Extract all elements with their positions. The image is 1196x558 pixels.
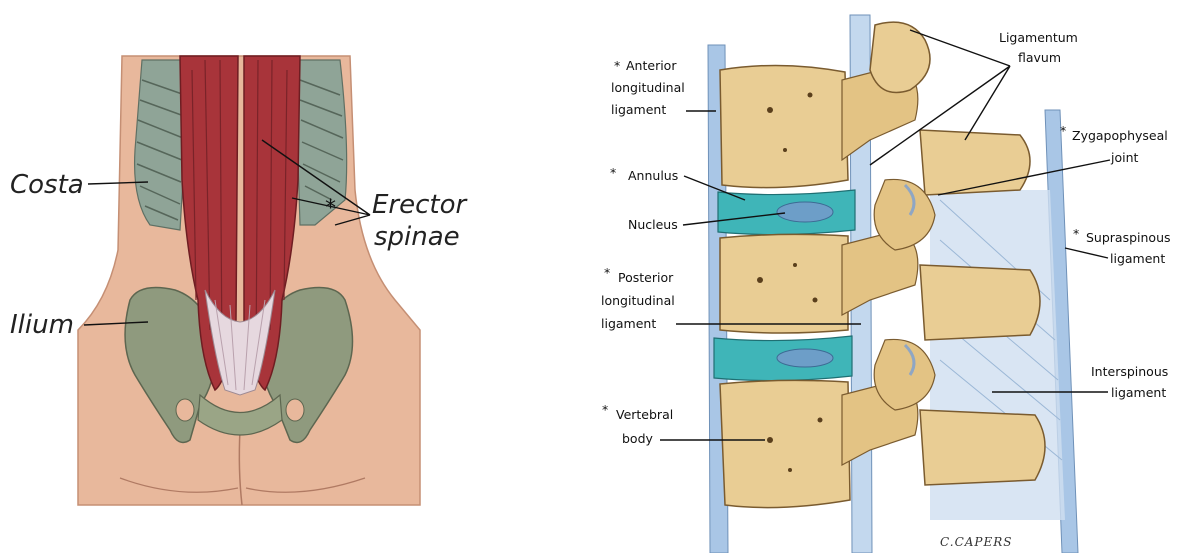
svg-text:ligament: ligament	[1110, 251, 1165, 266]
erector-spinae-figure: Costa Erector spinae * Ilium	[0, 0, 560, 553]
svg-text:Zygapophyseal: Zygapophyseal	[1072, 128, 1168, 143]
svg-text:Supraspinous: Supraspinous	[1086, 230, 1171, 245]
label-anterior-longitudinal-ligament: * Anterior longitudinal ligament	[611, 58, 716, 117]
svg-text:Nucleus: Nucleus	[628, 217, 678, 232]
erector-spinae-illustration: Costa Erector spinae * Ilium	[0, 0, 560, 553]
spinous-process	[920, 130, 1030, 195]
vertebral-body-top	[720, 65, 848, 187]
spinous-process	[920, 410, 1045, 485]
svg-text:Vertebral: Vertebral	[616, 407, 673, 422]
svg-text:*: *	[614, 58, 620, 73]
svg-text:ligament: ligament	[1111, 385, 1166, 400]
ilium-label: Ilium	[10, 310, 74, 340]
spinous-process	[920, 265, 1040, 340]
erector-asterisk: *	[325, 196, 336, 221]
erector-label-line2: spinae	[374, 222, 460, 252]
svg-text:*: *	[604, 265, 610, 280]
vertebral-body-middle	[720, 234, 848, 333]
spine-ligaments-figure: * Anterior longitudinal ligament * Annul…	[580, 0, 1196, 553]
svg-text:body: body	[622, 431, 654, 446]
svg-text:joint: joint	[1110, 150, 1139, 165]
svg-text:longitudinal: longitudinal	[611, 80, 685, 95]
nucleus-pulposus	[777, 349, 833, 367]
svg-text:ligament: ligament	[601, 316, 656, 331]
svg-text:*: *	[602, 402, 608, 417]
svg-text:Anterior: Anterior	[626, 58, 677, 73]
svg-text:*: *	[610, 165, 616, 180]
svg-text:*: *	[1073, 226, 1079, 241]
spine-ligaments-illustration: * Anterior longitudinal ligament * Annul…	[580, 0, 1196, 553]
svg-text:*: *	[1060, 123, 1066, 138]
zygapophyseal-joint	[874, 339, 935, 410]
artist-signature: C.CAPERS	[940, 535, 1013, 549]
costa-label: Costa	[10, 170, 84, 200]
svg-text:Ligamentum: Ligamentum	[999, 30, 1078, 45]
vertebral-body-bottom	[720, 380, 850, 507]
nucleus-pulposus	[777, 202, 833, 222]
erector-label-line1: Erector	[372, 190, 469, 220]
label-supraspinous-ligament: * Supraspinous ligament	[1065, 226, 1171, 266]
svg-text:ligament: ligament	[611, 102, 666, 117]
svg-text:flavum: flavum	[1018, 50, 1061, 65]
svg-text:Annulus: Annulus	[628, 168, 678, 183]
svg-text:Interspinous: Interspinous	[1091, 364, 1168, 379]
svg-text:Posterior: Posterior	[618, 270, 674, 285]
articular-process	[870, 22, 930, 92]
svg-text:longitudinal: longitudinal	[601, 293, 675, 308]
